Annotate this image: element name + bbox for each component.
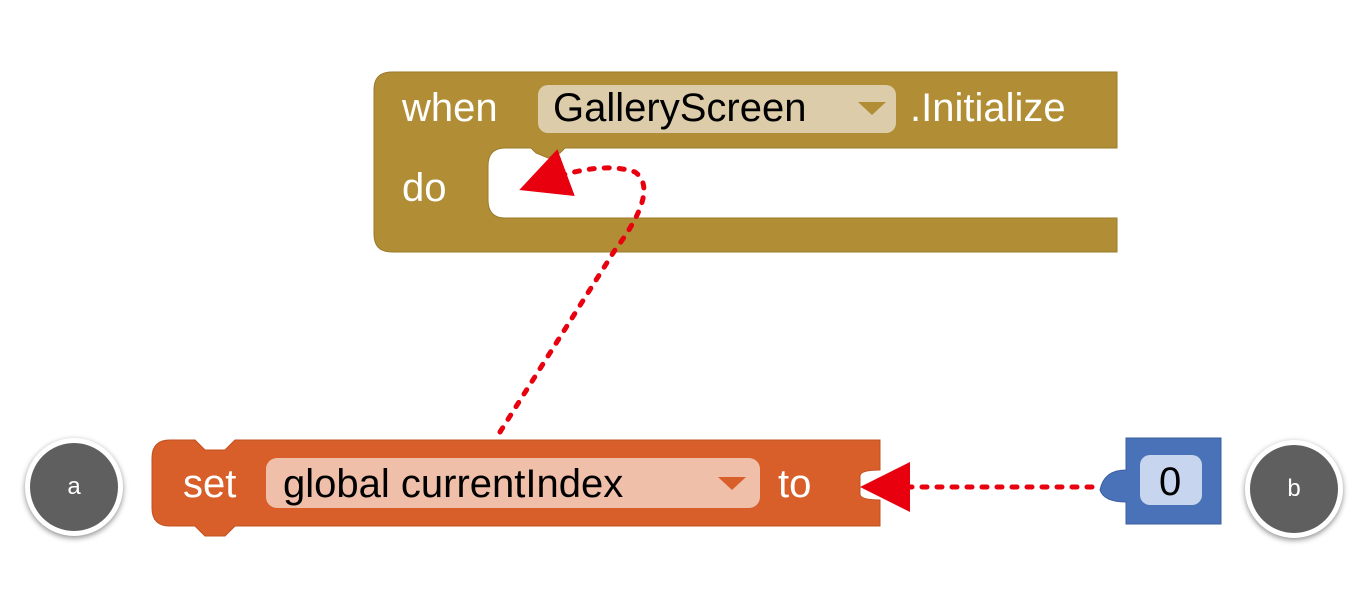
arrow-set-to-do (497, 149, 647, 435)
component-dropdown-bg[interactable] (538, 85, 896, 133)
number-field-bg[interactable] (1140, 455, 1202, 505)
badge-b: b (1245, 440, 1343, 538)
variable-dropdown-arrow-icon[interactable] (718, 477, 746, 490)
component-dropdown-text[interactable]: GalleryScreen (553, 86, 807, 130)
do-label: do (402, 166, 447, 210)
component-dropdown-arrow-icon[interactable] (858, 102, 886, 115)
badge-a: a (25, 438, 123, 536)
number-value[interactable]: 0 (1159, 460, 1182, 504)
set-label: set (183, 462, 237, 506)
event-name-label: .Initialize (910, 86, 1066, 130)
variable-dropdown-bg[interactable] (266, 458, 760, 508)
variable-dropdown-text[interactable]: global currentIndex (283, 462, 624, 506)
to-label: to (778, 462, 812, 506)
when-label: when (402, 86, 498, 130)
